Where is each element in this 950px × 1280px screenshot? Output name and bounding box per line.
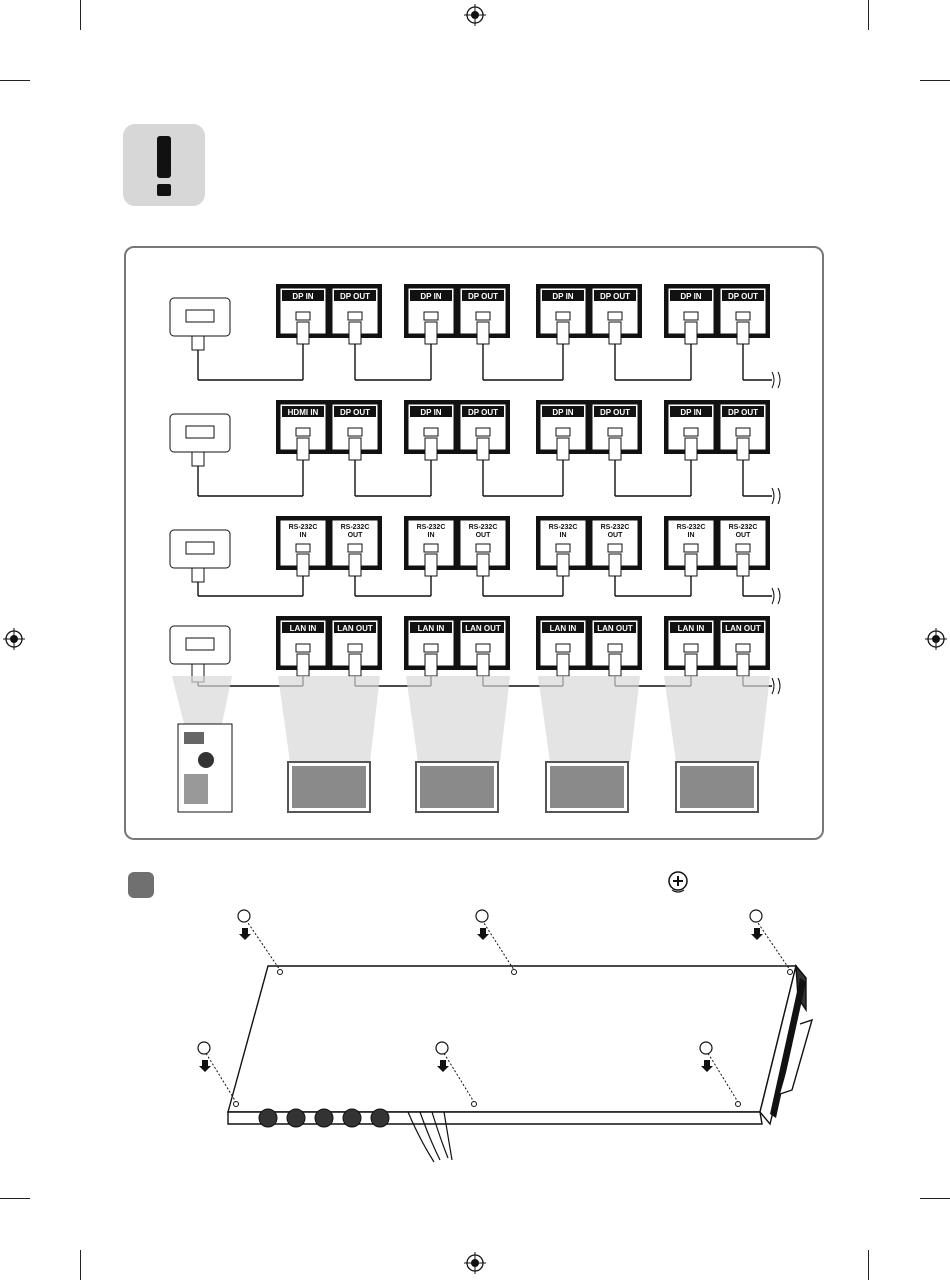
device-chassis [228, 966, 806, 1124]
